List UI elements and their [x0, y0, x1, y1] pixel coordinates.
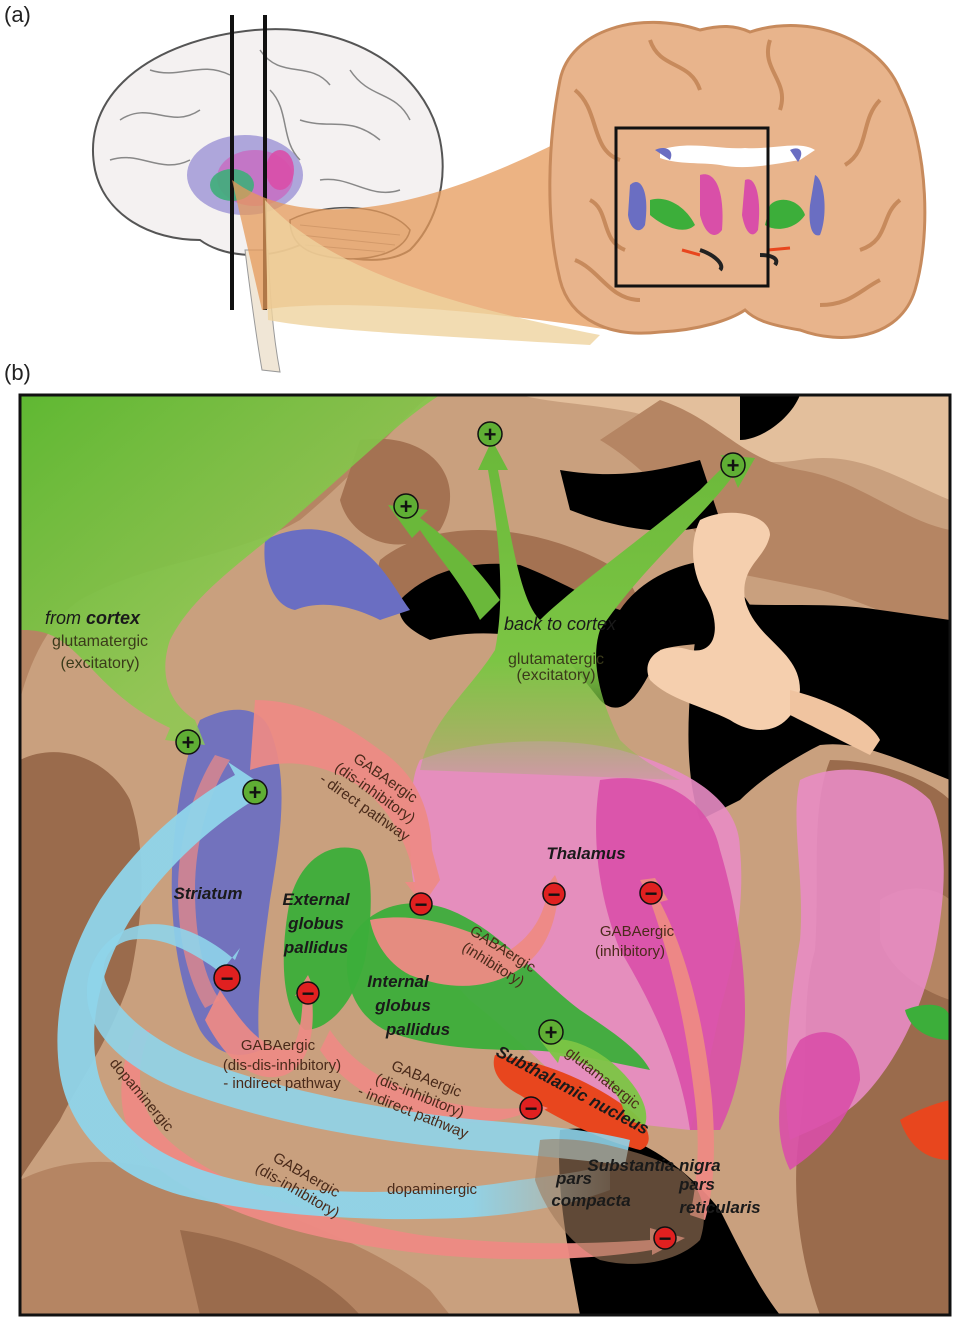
indirect1-label-2: (dis-dis-inhibitory) — [223, 1057, 341, 1074]
svg-text:−: − — [302, 981, 315, 1006]
svg-text:+: + — [182, 730, 195, 755]
minus-badge-dopa-striatum: − — [214, 965, 240, 991]
panel-b-label: (b) — [4, 360, 31, 385]
from-cortex-label: from cortex — [45, 608, 141, 628]
plus-badge-striatum-input: + — [176, 730, 200, 755]
svg-text:−: − — [221, 966, 234, 991]
snr-thal-label-2: (inhibitory) — [595, 943, 665, 960]
panel-a-label: (a) — [4, 2, 31, 27]
pars-compacta-label-1: pars — [555, 1169, 592, 1188]
sn-label: Substantia nigra — [587, 1156, 720, 1175]
svg-text:−: − — [659, 1226, 672, 1251]
external-gp-label-3: pallidus — [283, 938, 348, 957]
svg-text:+: + — [545, 1020, 558, 1045]
internal-gp-label-3: pallidus — [385, 1020, 450, 1039]
plus-badge-cortex-top: + — [478, 422, 502, 447]
lateral-brain-illustration — [93, 15, 610, 372]
svg-text:−: − — [548, 882, 561, 907]
svg-text:+: + — [727, 453, 740, 478]
pars-compacta-label-2: compacta — [551, 1191, 630, 1210]
thalamus-label: Thalamus — [546, 844, 625, 863]
plus-badge-stn-gpi: + — [539, 1020, 563, 1045]
indirect1-label-1: GABAergic — [241, 1037, 316, 1054]
external-gp-label-1: External — [282, 890, 350, 909]
back-cortex-excit: (excitatory) — [516, 667, 595, 684]
from-cortex-excit: (excitatory) — [60, 655, 139, 672]
back-cortex-glut: glutamatergic — [508, 651, 604, 668]
panel-a: (a) — [4, 2, 925, 372]
panel-b — [20, 395, 950, 1315]
coronal-section-illustration — [550, 22, 925, 337]
plus-badge-cortex-right: + — [721, 453, 745, 478]
svg-text:+: + — [249, 780, 262, 805]
svg-text:+: + — [484, 422, 497, 447]
svg-text:+: + — [400, 494, 413, 519]
snr-thal-label-1: GABAergic — [600, 923, 675, 940]
svg-text:−: − — [645, 881, 658, 906]
plus-badge-cortex-left: + — [394, 494, 418, 519]
indirect1-label-3: - indirect pathway — [223, 1075, 341, 1092]
from-cortex-glut: glutamatergic — [52, 633, 148, 650]
svg-text:−: − — [525, 1096, 538, 1121]
back-to-cortex-label: back to cortex — [504, 614, 617, 634]
svg-text:−: − — [415, 892, 428, 917]
striatum-label: Striatum — [174, 884, 243, 903]
pars-reticularis-label-1: pars — [678, 1175, 715, 1194]
plus-badge-dopa-striatum: + — [243, 780, 267, 805]
internal-gp-label-2: globus — [374, 996, 431, 1015]
pars-reticularis-label-2: reticularis — [679, 1198, 760, 1217]
dopa-label-2: dopaminergic — [387, 1181, 478, 1198]
external-gp-label-2: globus — [287, 914, 344, 933]
internal-gp-label-1: Internal — [367, 972, 430, 991]
